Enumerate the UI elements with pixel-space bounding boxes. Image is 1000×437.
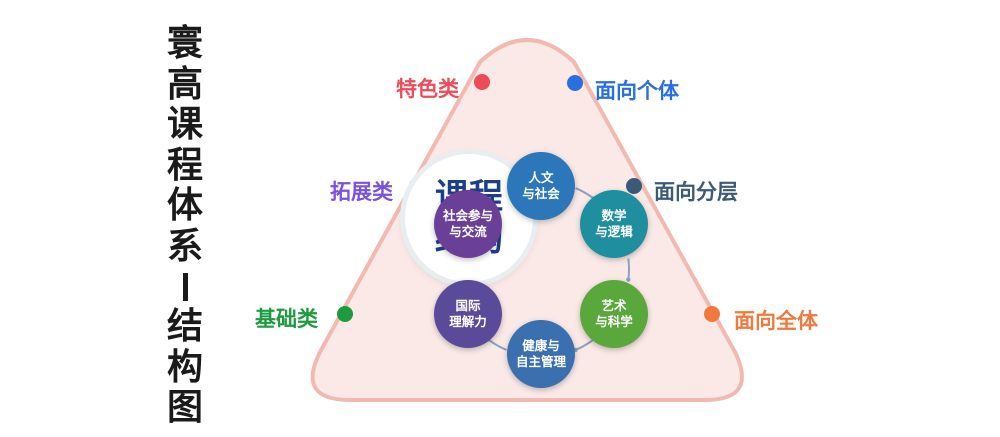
- dot-right-1: [626, 178, 642, 194]
- label-left-0: 特色类: [396, 77, 459, 101]
- module-3: 健康与 自主管理: [507, 320, 575, 388]
- dot-right-0: [567, 75, 583, 91]
- cycle-arrow-1: [627, 258, 630, 280]
- page-title: 寰高课程体系 结构图: [160, 23, 210, 429]
- module-4-label: 国际 理解力: [449, 298, 487, 329]
- label-right-2: 面向全体: [734, 309, 818, 333]
- label-left-1: 拓展类: [330, 180, 393, 204]
- label-right-1: 面向分层: [654, 180, 738, 204]
- module-1-label: 数学 与逻辑: [595, 208, 633, 239]
- module-2: 艺术 与科学: [580, 280, 648, 348]
- module-2-label: 艺术 与科学: [595, 298, 633, 329]
- dot-left-2: [337, 306, 353, 322]
- cycle-arrow-head-1: [626, 277, 631, 282]
- module-0-label: 人文 与社会: [522, 170, 560, 201]
- title-top: 寰高课程体系: [166, 23, 203, 267]
- module-4: 国际 理解力: [434, 280, 502, 348]
- label-right-0: 面向个体: [595, 79, 679, 103]
- title-dash: [182, 273, 188, 301]
- label-left-2: 基础类: [255, 307, 318, 331]
- module-0: 人文 与社会: [507, 152, 575, 220]
- module-5-label: 社会参与 与交流: [442, 208, 493, 239]
- module-5: 社会参与 与交流: [434, 190, 502, 258]
- module-3-label: 健康与 自主管理: [515, 338, 566, 369]
- dot-right-2: [704, 306, 720, 322]
- dot-left-0: [474, 74, 490, 90]
- title-bottom: 结构图: [166, 306, 203, 428]
- module-1: 数学 与逻辑: [580, 190, 648, 258]
